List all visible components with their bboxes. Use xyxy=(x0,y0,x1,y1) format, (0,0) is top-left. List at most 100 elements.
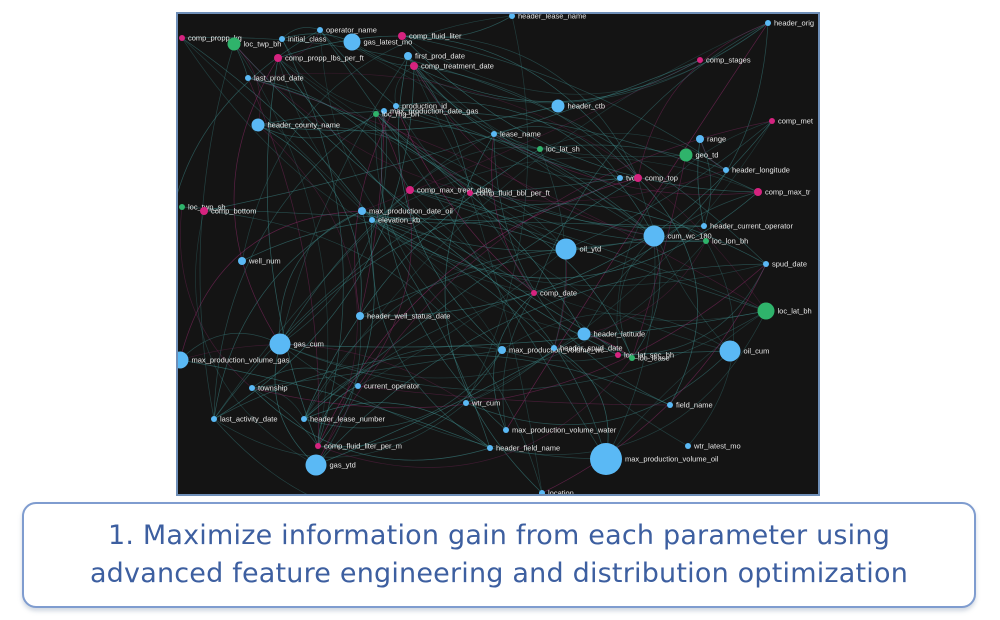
graph-node-circle[interactable] xyxy=(251,118,265,132)
graph-node[interactable]: comp_propp_lbs_per_ft xyxy=(274,54,365,63)
graph-node-circle[interactable] xyxy=(629,355,635,361)
graph-node[interactable]: comp_fluid_liter_per_m xyxy=(315,442,402,451)
graph-node[interactable]: oil_cum xyxy=(719,340,770,362)
graph-node-circle[interactable] xyxy=(305,454,327,476)
graph-node[interactable]: gas_cum xyxy=(269,333,324,355)
graph-node[interactable]: loc_rng_bh xyxy=(373,110,419,119)
graph-node[interactable]: last_prod_date xyxy=(245,74,304,83)
graph-node[interactable]: range xyxy=(696,135,726,144)
graph-node[interactable]: header_well_status_date xyxy=(356,312,450,321)
graph-node[interactable]: header_longitude xyxy=(723,166,790,175)
graph-node-circle[interactable] xyxy=(577,327,591,341)
graph-node[interactable]: header_latitude xyxy=(577,327,646,341)
graph-node[interactable]: initial_class xyxy=(279,35,327,44)
graph-node[interactable]: loc_lease xyxy=(629,354,670,363)
graph-node[interactable]: loc_lat_sh xyxy=(537,145,580,154)
graph-node-circle[interactable] xyxy=(227,37,241,51)
graph-node-circle[interactable] xyxy=(491,131,497,137)
graph-node-circle[interactable] xyxy=(503,427,509,433)
graph-node-circle[interactable] xyxy=(555,238,577,260)
graph-node[interactable]: header_lease_name xyxy=(509,14,586,21)
graph-node[interactable]: header_lease_number xyxy=(301,415,386,424)
graph-node-circle[interactable] xyxy=(769,118,775,124)
graph-node-circle[interactable] xyxy=(551,345,557,351)
graph-node[interactable]: comp_max_tr xyxy=(754,188,811,197)
graph-node-circle[interactable] xyxy=(358,207,366,215)
graph-node-circle[interactable] xyxy=(373,111,379,117)
graph-node-circle[interactable] xyxy=(406,186,414,194)
graph-node-circle[interactable] xyxy=(356,312,364,320)
graph-node-circle[interactable] xyxy=(381,108,387,114)
graph-node-circle[interactable] xyxy=(696,135,704,143)
graph-node[interactable]: field_name xyxy=(667,401,713,410)
graph-node-circle[interactable] xyxy=(634,174,642,182)
graph-node-circle[interactable] xyxy=(723,167,729,173)
graph-node[interactable]: max_production_volume_oil xyxy=(590,443,719,475)
graph-node[interactable]: wtr_cum xyxy=(463,399,500,408)
graph-node-circle[interactable] xyxy=(211,416,217,422)
graph-node[interactable]: header_county_name xyxy=(251,118,341,132)
graph-node-circle[interactable] xyxy=(398,32,406,40)
graph-node-circle[interactable] xyxy=(487,445,493,451)
graph-node-circle[interactable] xyxy=(238,257,246,265)
graph-node[interactable]: loc_lat_bh xyxy=(757,302,812,320)
graph-node[interactable]: production_id xyxy=(393,102,447,111)
graph-node-circle[interactable] xyxy=(685,443,691,449)
graph-node[interactable]: comp_date xyxy=(531,289,577,298)
graph-node[interactable]: last_activity_date xyxy=(211,415,278,424)
graph-node[interactable]: well_num xyxy=(238,257,281,266)
graph-node-circle[interactable] xyxy=(615,352,621,358)
graph-node[interactable]: comp_top xyxy=(634,174,678,183)
graph-node[interactable]: max_production_date_gas xyxy=(381,107,479,116)
graph-node[interactable]: loc_twp_bh xyxy=(227,37,282,51)
graph-node[interactable]: comp_stages xyxy=(697,56,751,65)
graph-node-circle[interactable] xyxy=(301,416,307,422)
graph-node-circle[interactable] xyxy=(719,340,741,362)
graph-node-circle[interactable] xyxy=(463,400,469,406)
graph-node-circle[interactable] xyxy=(274,54,282,62)
graph-node-circle[interactable] xyxy=(757,302,775,320)
graph-node[interactable]: elevation_kb xyxy=(369,216,420,225)
graph-node-circle[interactable] xyxy=(551,99,565,113)
graph-node[interactable]: header_orig xyxy=(765,19,814,28)
graph-node[interactable]: gas_latest_mo xyxy=(343,33,413,51)
graph-node-circle[interactable] xyxy=(467,190,473,196)
graph-node-circle[interactable] xyxy=(200,207,208,215)
graph-node-circle[interactable] xyxy=(643,225,665,247)
graph-node[interactable]: spud_date xyxy=(763,260,807,269)
graph-node-circle[interactable] xyxy=(343,33,361,51)
graph-node-circle[interactable] xyxy=(590,443,622,475)
graph-node-circle[interactable] xyxy=(539,490,545,494)
graph-node[interactable]: lease_name xyxy=(491,130,541,139)
graph-node[interactable]: loc_lon_bh xyxy=(703,237,748,246)
graph-node-circle[interactable] xyxy=(249,385,255,391)
graph-node[interactable]: header_field_name xyxy=(487,444,560,453)
graph-node-circle[interactable] xyxy=(245,75,251,81)
graph-node[interactable]: comp_max_treat_date xyxy=(406,186,492,195)
graph-node-circle[interactable] xyxy=(537,146,543,152)
graph-node-circle[interactable] xyxy=(369,217,375,223)
graph-node[interactable]: township xyxy=(249,384,288,393)
graph-node[interactable]: wtr_latest_mo xyxy=(685,442,741,451)
graph-node-circle[interactable] xyxy=(701,223,707,229)
graph-node-circle[interactable] xyxy=(617,175,623,181)
graph-node[interactable]: current_operator xyxy=(355,382,420,391)
graph-node-circle[interactable] xyxy=(178,351,189,369)
graph-node[interactable]: loc_twp_sh xyxy=(179,203,226,212)
graph-node[interactable]: max_production_volume_gas xyxy=(178,351,290,369)
graph-node-circle[interactable] xyxy=(667,402,673,408)
graph-node[interactable]: operator_name xyxy=(317,26,377,35)
graph-node-circle[interactable] xyxy=(315,443,321,449)
graph-node[interactable]: header_ctb xyxy=(551,99,606,113)
graph-node[interactable]: first_prod_date xyxy=(404,52,465,61)
graph-node-circle[interactable] xyxy=(754,188,762,196)
graph-node[interactable]: cum_wc_180 xyxy=(643,225,712,247)
graph-node-circle[interactable] xyxy=(355,383,361,389)
graph-node[interactable]: comp_fluid_bbl_per_ft xyxy=(467,189,551,198)
graph-node[interactable]: max_production_date_oil xyxy=(358,207,453,216)
graph-node[interactable]: comp_met xyxy=(769,117,814,126)
graph-node-circle[interactable] xyxy=(703,238,709,244)
graph-node[interactable]: tvd xyxy=(617,174,636,183)
graph-node[interactable]: geo_td xyxy=(679,148,719,162)
graph-node[interactable]: location xyxy=(539,489,574,495)
